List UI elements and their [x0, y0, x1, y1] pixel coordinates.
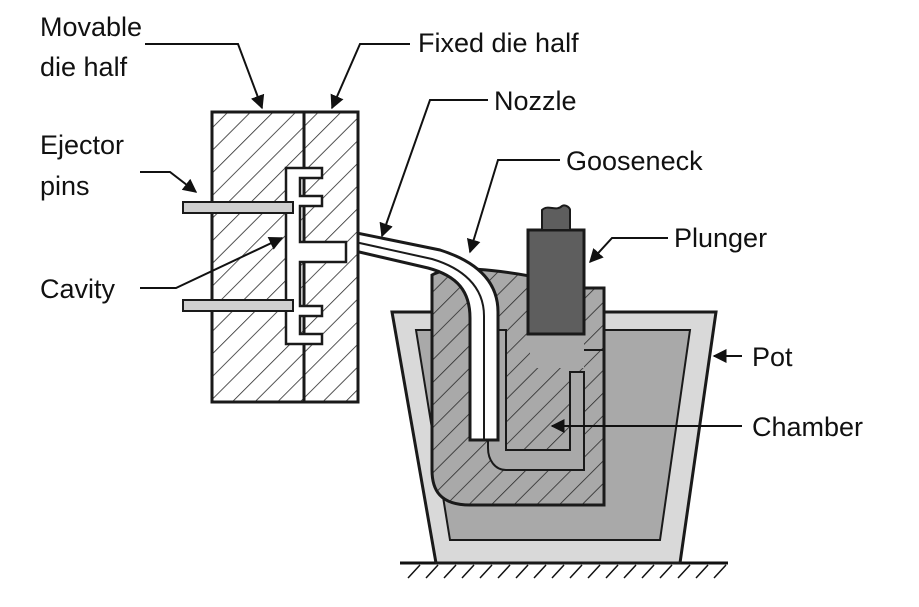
label-ejector-pins-1: Ejector	[40, 130, 124, 160]
label-plunger: Plunger	[674, 223, 767, 253]
label-pot: Pot	[752, 342, 793, 372]
leader-lines	[140, 43, 742, 433]
labels: Movable die half Fixed die half Nozzle G…	[40, 12, 863, 442]
label-movable-die-half-1: Movable	[40, 12, 142, 42]
label-fixed-die-half: Fixed die half	[418, 28, 579, 58]
label-nozzle: Nozzle	[494, 86, 577, 116]
cavity	[284, 166, 348, 346]
label-gooseneck: Gooseneck	[566, 146, 703, 176]
ground	[400, 561, 728, 579]
plunger	[526, 228, 586, 336]
plunger-rod	[541, 204, 571, 231]
label-cavity: Cavity	[40, 274, 116, 304]
nozzle	[339, 230, 500, 442]
label-movable-die-half-2: die half	[40, 52, 128, 82]
label-ejector-pins-2: pins	[40, 171, 90, 201]
ejector-pins	[182, 201, 294, 312]
label-chamber: Chamber	[752, 412, 863, 442]
